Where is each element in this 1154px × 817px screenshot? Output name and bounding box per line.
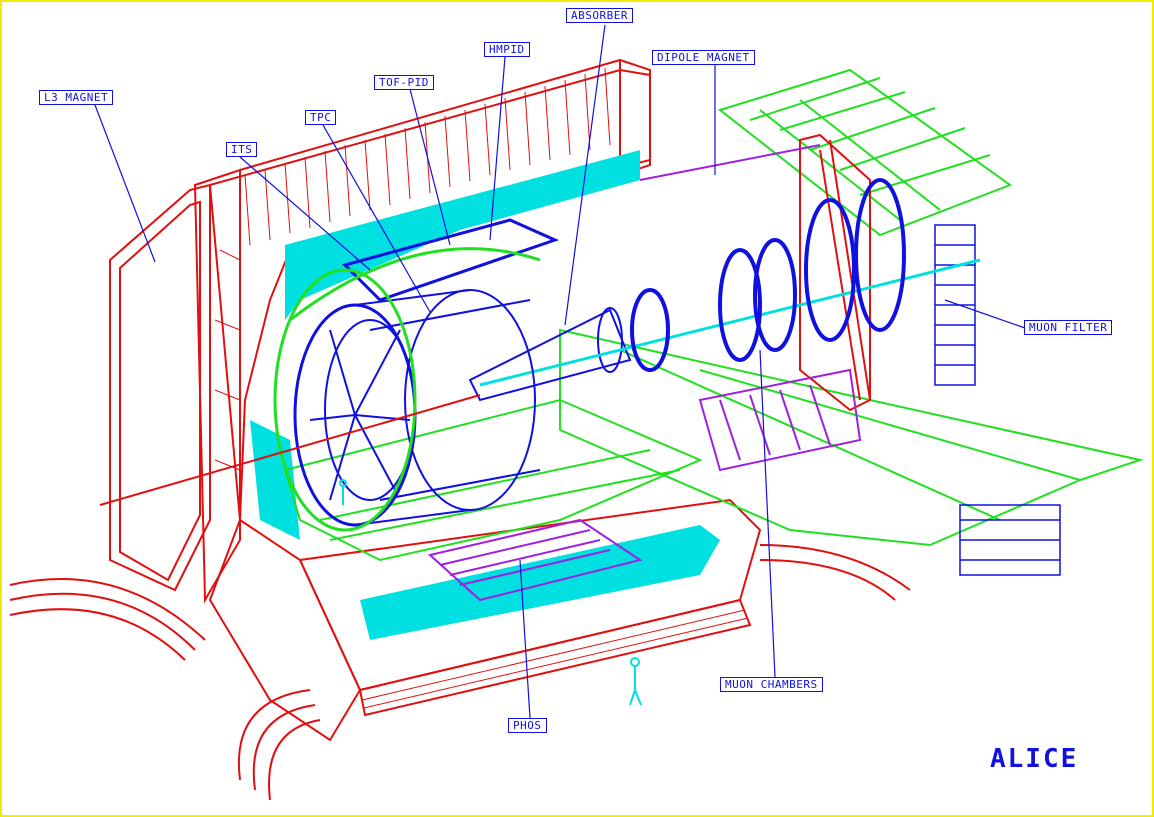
yoke-hatching [214, 67, 749, 709]
label-phos: PHOS [508, 718, 547, 733]
beam-pipe [99, 394, 481, 506]
tof-ring [273, 247, 541, 532]
label-tpc: TPC [305, 110, 337, 125]
absorber [468, 258, 981, 402]
label-tof-pid: TOF-PID [374, 75, 434, 90]
label-muon-filter: MUON FILTER [1024, 320, 1113, 335]
muon-chambers [630, 178, 906, 372]
label-its: ITS [226, 142, 258, 157]
label-muon-chambers: MUON CHAMBERS [720, 677, 823, 692]
phos [427, 144, 862, 602]
label-absorber: ABSORBER [566, 8, 633, 23]
human-figures [339, 479, 642, 706]
green-support-frame [283, 68, 1144, 562]
support-rails [9, 544, 911, 801]
label-l3-magnet: L3 MAGNET [39, 90, 114, 105]
l3-magnet-yoke [109, 58, 762, 742]
label-leaders [94, 24, 1026, 719]
muon-filter [934, 224, 1061, 576]
label-dipole-magnet: DIPOLE MAGNET [652, 50, 755, 65]
label-hmpid: HMPID [484, 42, 530, 57]
diagram-title: ALICE [990, 744, 1079, 774]
dipole-magnet [799, 133, 871, 412]
central-barrel [293, 218, 560, 527]
